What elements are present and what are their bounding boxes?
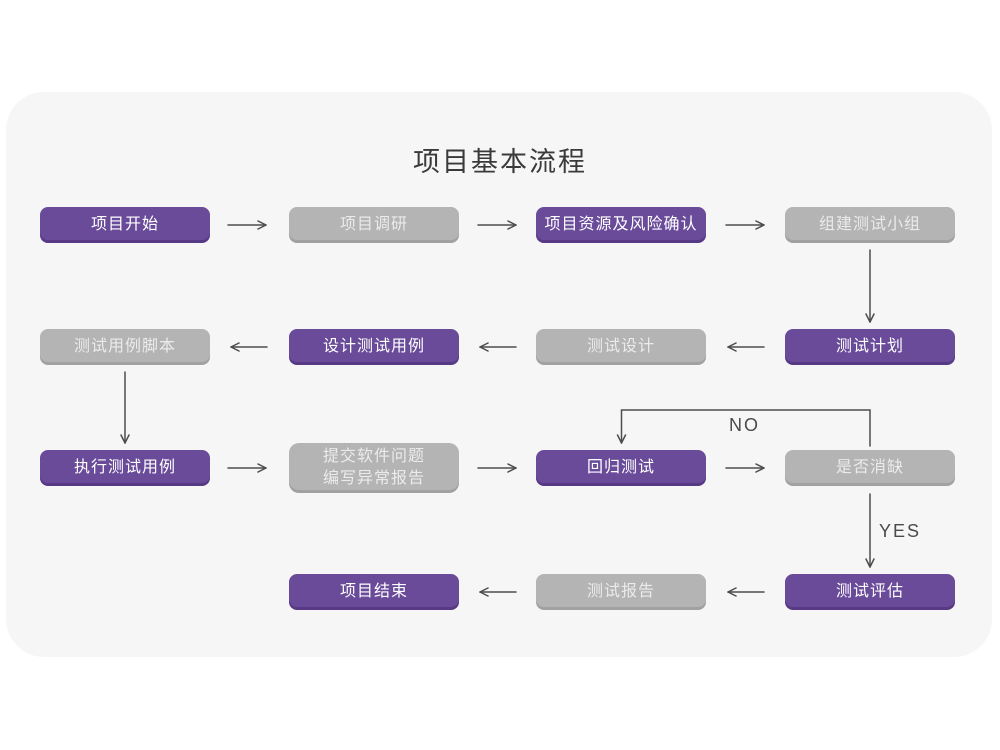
flow-node-defect-cleared-check: 是否消缺 <box>785 450 955 486</box>
flow-node-execute-test-cases: 执行测试用例 <box>40 450 210 486</box>
edge-label-no: NO <box>729 415 760 435</box>
flow-node-project-research: 项目调研 <box>289 207 459 243</box>
flow-node-regression-test: 回归测试 <box>536 450 706 486</box>
flow-node-project-end: 项目结束 <box>289 574 459 610</box>
flow-node-build-test-team: 组建测试小组 <box>785 207 955 243</box>
flow-node-test-report: 测试报告 <box>536 574 706 610</box>
flow-node-test-plan: 测试计划 <box>785 329 955 365</box>
flow-node-test-evaluation: 测试评估 <box>785 574 955 610</box>
flowchart-panel <box>6 92 992 657</box>
page-title: 项目基本流程 <box>413 147 587 177</box>
flow-node-test-case-scripts: 测试用例脚本 <box>40 329 210 365</box>
flow-node-design-test-cases: 设计测试用例 <box>289 329 459 365</box>
flow-node-project-start: 项目开始 <box>40 207 210 243</box>
flow-node-resources-risk-confirm: 项目资源及风险确认 <box>536 207 706 243</box>
edge-label-yes: YES <box>879 521 922 541</box>
flow-node-test-design: 测试设计 <box>536 329 706 365</box>
flow-node-submit-issue-report: 提交软件问题 编写异常报告 <box>289 443 459 493</box>
